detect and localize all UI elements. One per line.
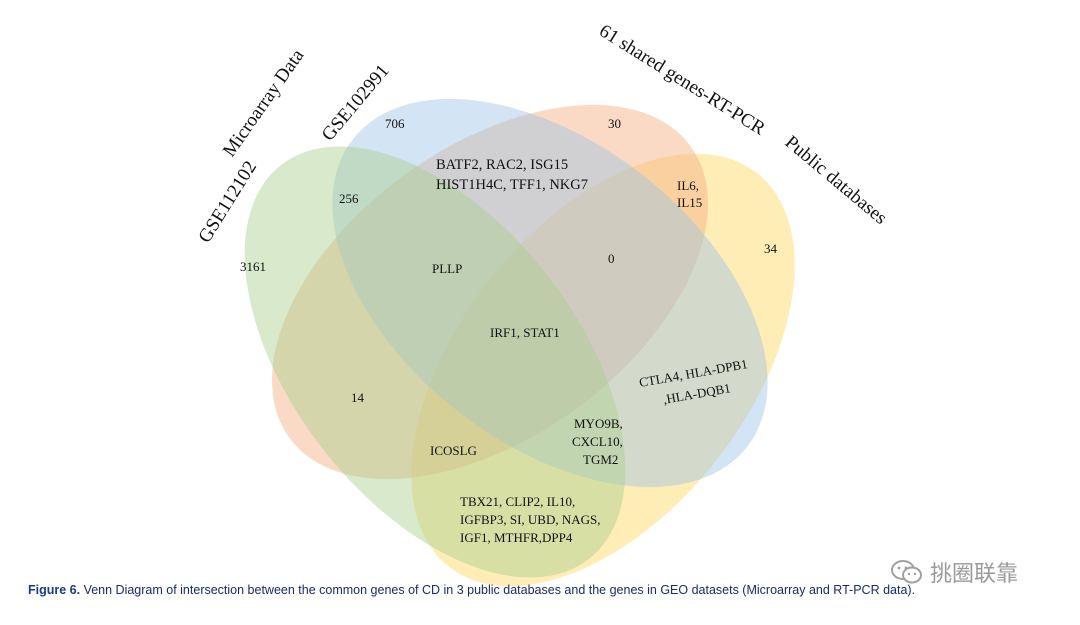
wechat-icon [890, 559, 924, 585]
region-public-only: 34 [764, 241, 778, 256]
watermark: 挑圈联靠 [890, 556, 1018, 588]
region-triple-line2: CXCL10, [572, 434, 623, 449]
ellipse-gse102991 [332, 98, 768, 488]
figure-caption: Figure 6. Venn Diagram of intersection b… [28, 583, 1068, 597]
region-rtpcr-public-line2: IL15 [677, 195, 702, 210]
region-triple-line3: TGM2 [583, 452, 618, 467]
region-zero: 0 [608, 251, 615, 266]
region-triple-line1: MYO9B, [574, 416, 623, 431]
region-bottom-line2: IGFBP3, SI, UBD, NAGS, [460, 512, 601, 527]
region-rtpcr-public-line1: IL6, [677, 178, 699, 193]
region-bottom-line1: TBX21, CLIP2, IL10, [460, 494, 575, 509]
region-rtpcr-only: 30 [608, 116, 621, 131]
set-title-microarray: Microarray Data [219, 45, 309, 161]
watermark-text: 挑圈联靠 [930, 562, 1019, 587]
ellipse-public-databases [411, 153, 795, 587]
region-gse102991-only: 706 [385, 116, 405, 131]
caption-text: Venn Diagram of intersection between the… [83, 583, 916, 597]
region-gse112102-gse102991: 256 [339, 191, 359, 206]
region-bottom-line3: IGF1, MTHFR,DPP4 [460, 530, 573, 545]
caption-label: Figure 6. [28, 583, 81, 597]
region-pllp: PLLP [432, 261, 462, 276]
ellipse-gse112102 [244, 146, 626, 578]
region-gse112102-only: 3161 [240, 259, 266, 274]
region-gse112102-public: 14 [351, 390, 365, 405]
region-all-four: IRF1, STAT1 [490, 325, 560, 340]
set-title-public-databases: Public databases [781, 132, 891, 229]
ellipse-rtpcr [272, 104, 708, 480]
region-gse102991-rtpcr-line2: HIST1H4C, TFF1, NKG7 [436, 177, 588, 193]
region-gse102991-rtpcr-line1: BATF2, RAC2, ISG15 [436, 157, 568, 173]
region-icoslg: ICOSLG [430, 443, 477, 458]
